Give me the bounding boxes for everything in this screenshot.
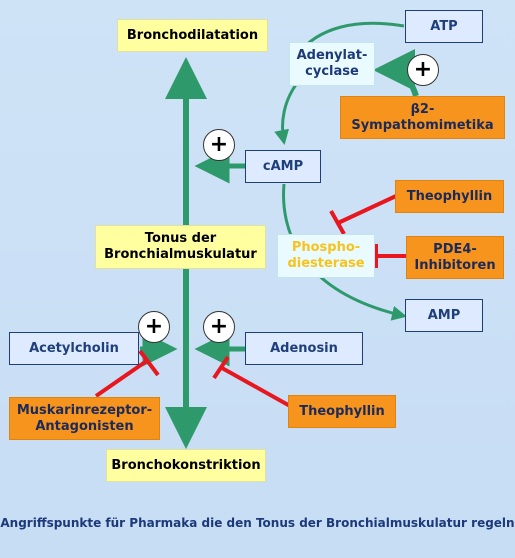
- diagram-caption: Angriffspunkte für Pharmaka die den Tonu…: [0, 516, 515, 530]
- amp-box: AMP: [405, 299, 483, 332]
- arrow-cyclase-to-camp: [274, 81, 300, 145]
- adenosin-box: Adenosin: [245, 332, 363, 365]
- inhibit-theophyllin-pde-bar: [329, 210, 346, 235]
- bronchokonstriktion-box: Bronchokonstriktion: [106, 449, 266, 482]
- inhibit-theophyllin-pde: [337, 194, 397, 225]
- camp-box: cAMP: [245, 150, 321, 183]
- arrow-beta2-to-cyclase: [373, 49, 419, 97]
- theophyllin-top-box: Theophyllin: [395, 180, 504, 213]
- plus-camp-icon: +: [203, 129, 235, 161]
- inhibit-theophyllin-adenosin: [221, 366, 291, 408]
- plus-adenosin-icon: +: [203, 311, 235, 343]
- beta2-sympathomimetika-box: β2- Sympathomimetika: [340, 96, 505, 139]
- inhibit-muskarin-bar: [138, 349, 160, 377]
- atp-box: ATP: [405, 10, 483, 43]
- theophyllin-bottom-box: Theophyllin: [288, 395, 396, 428]
- phosphodiesterase-label-1: Phospho-: [291, 240, 361, 256]
- plus-beta2-icon: +: [407, 54, 439, 86]
- plus-acetylcholin-icon: +: [138, 311, 170, 343]
- muskarinrezeptor-antagonisten-box: Muskarinrezeptor- Antagonisten: [9, 397, 160, 440]
- phosphodiesterase-label-2: diesterase: [287, 256, 365, 271]
- adenylatcyclase-box: Adenylat- cyclase: [289, 42, 375, 86]
- bronchodilatation-box: Bronchodilatation: [117, 19, 268, 52]
- tonus-box: Tonus der Bronchialmuskulatur: [95, 225, 266, 269]
- acetylcholin-box: Acetylcholin: [9, 332, 139, 365]
- inhibit-muskarin: [94, 358, 150, 398]
- inhibit-theophyllin-adenosin-bar: [212, 355, 230, 380]
- pde4-inhibitoren-box: PDE4- Inhibitoren: [406, 236, 504, 279]
- phosphodiesterase-box: Phospho- diesterase: [277, 234, 375, 278]
